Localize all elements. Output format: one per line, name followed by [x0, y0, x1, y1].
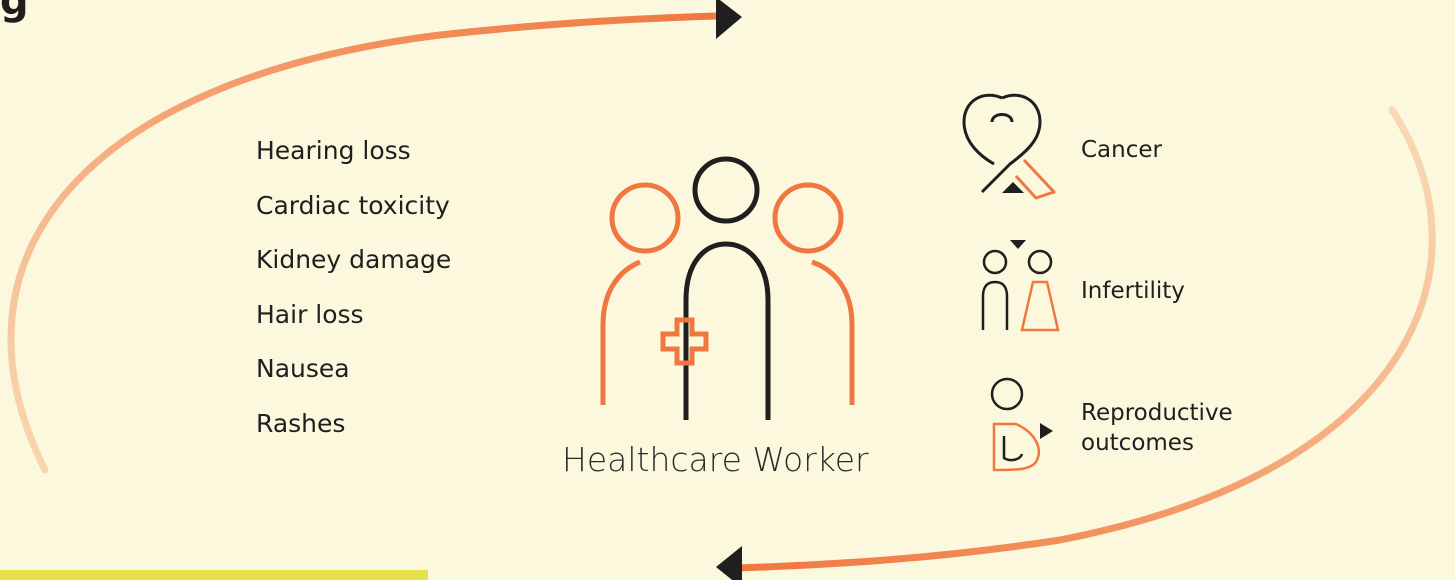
list-item: Hair loss: [256, 299, 364, 329]
list-item: Cardiac toxicity: [256, 190, 450, 220]
workplace-effects-list: Hearing loss Cardiac toxicity Kidney dam…: [256, 132, 451, 459]
right-triangle-icon: [1040, 423, 1053, 439]
pregnancy-icon: [990, 377, 1053, 472]
partial-title: g: [0, 0, 29, 24]
outcome-label-infertility: Infertility: [1081, 278, 1185, 304]
outcome-label-cancer: Cancer: [1081, 137, 1162, 163]
list-item: Hearing loss: [256, 136, 411, 165]
list-item: Kidney damage: [256, 245, 452, 274]
healthcare-workers-group-icon: [600, 156, 855, 420]
outcome-label-reproductive: Reproductive outcomes: [1081, 400, 1233, 456]
cycle-arrow-top: [7, 12, 722, 474]
cancer-ribbon-icon: [962, 93, 1056, 200]
couple-icon: [981, 240, 1060, 332]
list-item: Rashes: [256, 408, 346, 438]
arrowhead-left-icon: [716, 546, 742, 580]
medical-cross-icon: [660, 317, 709, 366]
list-item: Nausea: [256, 354, 350, 383]
arrowhead-right-icon: [716, 0, 742, 39]
down-triangle-icon: [1010, 240, 1026, 249]
highlight-strip: [0, 570, 428, 580]
center-label: Healthcare Worker: [562, 440, 869, 479]
cycle-arrow-bottom: [734, 106, 1436, 572]
